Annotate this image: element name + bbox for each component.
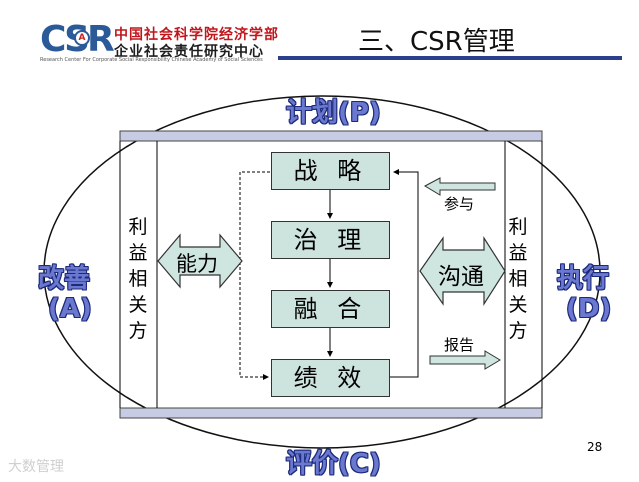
- capability-double-arrow: [157, 233, 243, 289]
- governance-box: 治 理: [271, 221, 390, 259]
- bottom-frame-bar: [119, 407, 543, 419]
- plan-label: 计划(P): [286, 98, 381, 128]
- stakeholder-char: 益: [508, 242, 528, 264]
- participation-arrow: [423, 177, 496, 196]
- stakeholder-char: 利: [508, 216, 528, 238]
- stakeholder-char: 关: [508, 294, 528, 316]
- right-stakeholders-label: 利 益 相 关 方: [507, 214, 529, 344]
- performance-box: 绩 效: [271, 359, 390, 397]
- watermark: 大数管理: [8, 459, 64, 475]
- capability-label: 能力: [176, 252, 218, 276]
- act-label-line1: 改善: [38, 264, 91, 294]
- org-name-line2: 企业社会责任研究中心: [114, 44, 264, 60]
- page-title: 三、CSR管理: [358, 27, 515, 57]
- left-stakeholders-label: 利 益 相 关 方: [127, 214, 149, 344]
- stakeholder-char: 方: [508, 320, 528, 342]
- stakeholder-char: 利: [128, 216, 148, 238]
- communication-double-arrow: [419, 235, 506, 307]
- stakeholder-char: 相: [128, 268, 148, 290]
- check-label: 评价(C): [286, 449, 381, 479]
- feedback-loop-right: [390, 169, 419, 378]
- feedback-loop-left: [239, 171, 270, 380]
- strategy-box: 战 略: [271, 152, 390, 190]
- page-number: 28: [587, 440, 603, 454]
- org-english-name: Research Center For Corporate Social Res…: [40, 57, 263, 63]
- logo-a-badge: A: [74, 30, 90, 46]
- stakeholder-char: 相: [508, 268, 528, 290]
- participation-label: 参与: [444, 195, 475, 213]
- communication-label: 沟通: [438, 264, 484, 290]
- pdca-cycle-ellipse: [43, 95, 601, 449]
- integration-box: 融 合: [271, 290, 390, 328]
- title-underline: [278, 56, 622, 60]
- do-label-line2: (D): [566, 294, 612, 324]
- act-label-line2: (A): [48, 294, 92, 324]
- top-frame-bar: [119, 130, 543, 142]
- org-name-line1: 中国社会科学院经济学部: [114, 27, 279, 43]
- stakeholder-char: 益: [128, 242, 148, 264]
- report-label: 报告: [444, 336, 475, 354]
- stakeholder-char: 方: [128, 320, 148, 342]
- stakeholder-char: 关: [128, 294, 148, 316]
- do-label-line1: 执行: [557, 264, 610, 294]
- report-arrow: [429, 350, 501, 370]
